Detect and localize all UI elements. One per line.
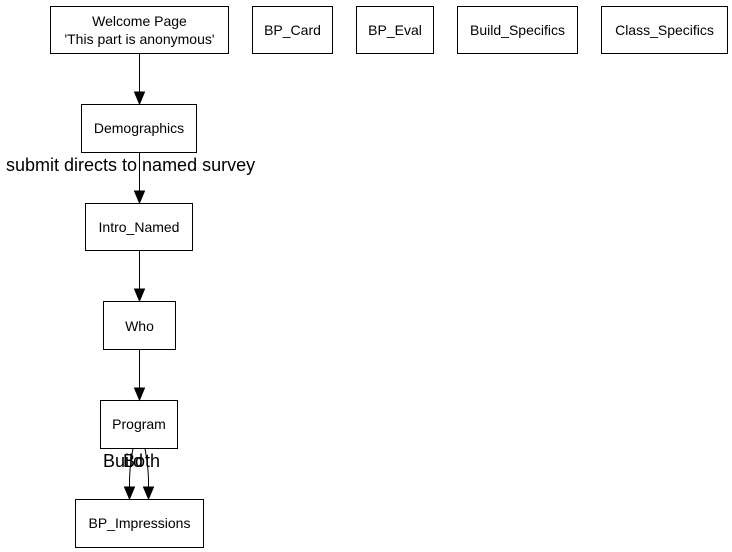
- node-class-specifics-label: Class_Specifics: [615, 22, 714, 38]
- node-demographics-label: Demographics: [94, 120, 184, 136]
- edge-who-to-program: [133, 349, 146, 402]
- node-program-label: Program: [112, 416, 166, 432]
- node-bp-impressions[interactable]: BP_Impressions: [75, 499, 204, 548]
- node-program[interactable]: Program: [100, 400, 178, 449]
- edge-program-to-bp-impressions-both: [142, 448, 155, 501]
- edge-welcome-to-demographics: [133, 53, 146, 106]
- node-intro-named-label: Intro_Named: [99, 219, 180, 235]
- node-welcome-page[interactable]: Welcome Page 'This part is anonymous': [50, 6, 229, 54]
- node-bp-impressions-label: BP_Impressions: [89, 515, 191, 531]
- node-demographics[interactable]: Demographics: [81, 104, 197, 153]
- edge-label-build: Build: [103, 451, 143, 471]
- node-intro-named[interactable]: Intro_Named: [85, 203, 193, 251]
- node-build-specifics[interactable]: Build_Specifics: [457, 6, 578, 54]
- node-who-label: Who: [125, 318, 154, 334]
- edge-program-to-bp-impressions-build: [123, 448, 136, 501]
- node-bp-card[interactable]: BP_Card: [252, 6, 333, 54]
- node-build-specifics-label: Build_Specifics: [470, 22, 565, 38]
- edge-intro-named-to-who: [133, 250, 146, 303]
- node-bp-eval[interactable]: BP_Eval: [356, 6, 434, 54]
- node-bp-card-label: BP_Card: [264, 22, 321, 38]
- node-welcome-page-title: Welcome Page: [92, 13, 187, 29]
- edge-label-both: Both: [123, 451, 160, 471]
- node-class-specifics[interactable]: Class_Specifics: [601, 6, 728, 54]
- node-who[interactable]: Who: [103, 301, 176, 350]
- node-welcome-page-note: 'This part is anonymous': [64, 31, 214, 47]
- edge-label-submit-directs: submit directs to named survey: [6, 155, 255, 175]
- node-bp-eval-label: BP_Eval: [368, 22, 422, 38]
- edge-demographics-to-intro-named: [133, 152, 146, 205]
